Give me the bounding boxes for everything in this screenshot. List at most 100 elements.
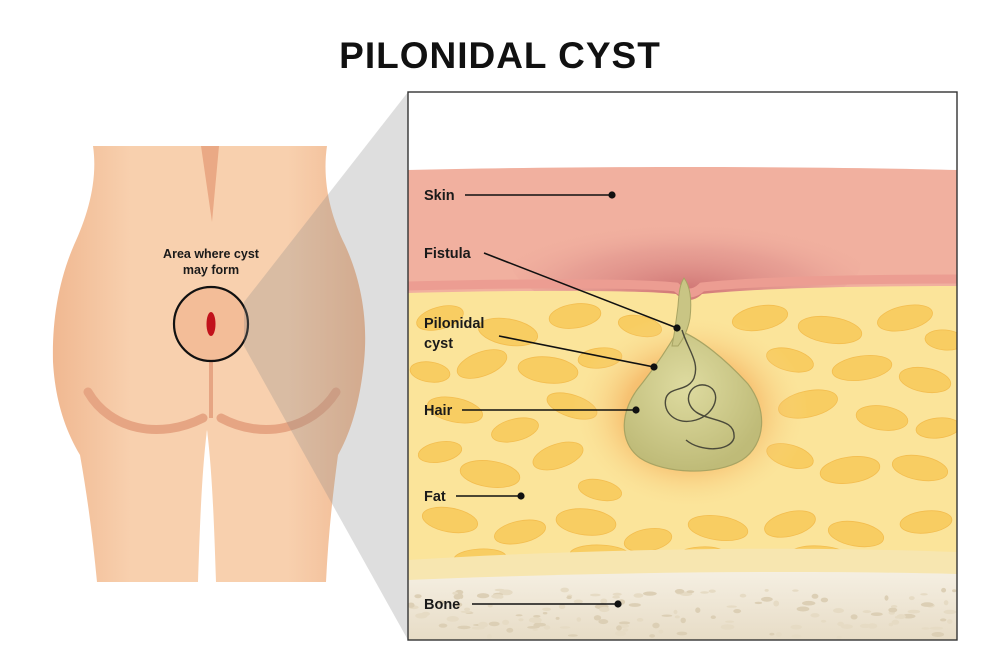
fat-cell bbox=[517, 356, 579, 384]
fat-cell bbox=[797, 315, 863, 345]
bone-speckle bbox=[726, 605, 737, 608]
bone-speckle bbox=[884, 595, 889, 601]
bone-speckle bbox=[460, 610, 473, 613]
bone-speckle bbox=[438, 623, 448, 628]
bone-speckle bbox=[518, 618, 524, 622]
bone-speckle bbox=[535, 622, 546, 627]
bone-speckle bbox=[612, 592, 622, 596]
fat-cell bbox=[764, 510, 816, 538]
bone-speckle bbox=[929, 626, 944, 630]
bone-speckle bbox=[543, 625, 551, 630]
bone-speckle bbox=[700, 591, 709, 594]
fat-cell bbox=[891, 454, 949, 482]
label-bone-text: Bone bbox=[424, 597, 460, 613]
fat-cell bbox=[491, 417, 539, 443]
fat-cell bbox=[427, 396, 483, 424]
label-fistula-text: Fistula bbox=[424, 246, 472, 262]
bone-speckle bbox=[773, 600, 780, 607]
bone-speckle bbox=[649, 634, 655, 638]
bone-speckle bbox=[674, 589, 685, 594]
bone-speckle bbox=[888, 622, 894, 627]
buttock-crease-right bbox=[216, 387, 341, 434]
fat-cell bbox=[477, 317, 539, 347]
bone-speckle bbox=[761, 596, 773, 602]
bone-speckle bbox=[739, 593, 747, 598]
bone-speckle bbox=[820, 619, 827, 623]
area-label-line2: may form bbox=[183, 263, 239, 277]
bone-layer bbox=[408, 572, 957, 640]
fat-cell bbox=[898, 366, 952, 394]
bone-speckle bbox=[931, 632, 945, 637]
bone-speckle bbox=[680, 617, 686, 624]
spine-groove bbox=[201, 146, 219, 222]
fat-cell bbox=[827, 520, 885, 548]
bone-speckle bbox=[896, 614, 906, 620]
label-fat: Fat bbox=[424, 489, 525, 505]
bone-speckle bbox=[661, 614, 673, 617]
label-fistula: Fistula bbox=[424, 246, 681, 332]
bone-speckle bbox=[558, 604, 566, 610]
bone-speckle bbox=[528, 617, 542, 623]
bone-speckle bbox=[636, 618, 644, 622]
bone-speckle bbox=[502, 619, 510, 626]
bone-speckle bbox=[488, 621, 500, 627]
bone-speckle bbox=[615, 630, 626, 637]
bone-speckle bbox=[695, 607, 701, 613]
fat-cell bbox=[831, 355, 893, 381]
bone-speckle bbox=[720, 624, 735, 630]
bone-speckle bbox=[633, 593, 644, 598]
label-pilonidal-cyst: Pilonidal cyst bbox=[424, 316, 658, 371]
bone-speckle bbox=[598, 619, 609, 625]
diagram-title: PILONIDAL CYST bbox=[339, 35, 661, 76]
bone-speckle bbox=[515, 614, 523, 617]
label-pilonidal-line2: cyst bbox=[424, 336, 453, 352]
bone-speckle bbox=[952, 589, 957, 593]
bone-speckle bbox=[652, 622, 660, 629]
bone-speckle bbox=[811, 593, 819, 599]
bone-speckle bbox=[506, 627, 514, 633]
bone-speckle bbox=[532, 628, 539, 632]
bone-speckle bbox=[862, 610, 872, 614]
bone-speckle bbox=[487, 604, 493, 608]
bone-texture bbox=[408, 587, 957, 640]
bone-speckle bbox=[920, 593, 928, 596]
bone-speckle bbox=[810, 613, 820, 618]
bone-speckle bbox=[421, 611, 430, 617]
bone-speckle bbox=[567, 634, 578, 637]
bone-speckle bbox=[542, 607, 552, 611]
bone-speckle bbox=[616, 625, 622, 631]
bone-speckle bbox=[870, 612, 883, 616]
bone-speckle bbox=[790, 624, 802, 630]
fat-cell bbox=[555, 508, 617, 536]
bone-speckle bbox=[612, 595, 620, 599]
bone-speckle bbox=[907, 609, 921, 614]
label-fat-text: Fat bbox=[424, 489, 446, 505]
area-label-line1: Area where cyst bbox=[163, 247, 260, 261]
bone-speckle bbox=[943, 609, 957, 615]
bone-speckle bbox=[710, 615, 716, 619]
bone-speckle bbox=[459, 593, 464, 599]
fat-cell bbox=[409, 361, 451, 383]
bone-speckle bbox=[593, 615, 602, 621]
bone-speckle bbox=[560, 587, 569, 593]
bone-speckle bbox=[921, 627, 930, 630]
bone-speckle bbox=[859, 623, 871, 629]
label-bone: Bone bbox=[424, 597, 622, 613]
fat-cell bbox=[416, 305, 464, 331]
bone-speckle bbox=[566, 595, 572, 600]
bone-speckle bbox=[764, 589, 769, 592]
bone-speckle bbox=[796, 606, 810, 612]
label-skin: Skin bbox=[424, 188, 616, 204]
bone-speckle bbox=[494, 588, 505, 592]
fat-cell bbox=[548, 303, 602, 329]
bone-speckle bbox=[573, 599, 583, 604]
bone-speckle bbox=[559, 626, 571, 629]
bone-speckle bbox=[555, 616, 560, 620]
fat-cell bbox=[877, 304, 933, 332]
bone-speckle bbox=[542, 612, 548, 615]
bone-speckle bbox=[658, 629, 664, 634]
bone-speckle bbox=[453, 602, 463, 607]
bone-speckle bbox=[836, 635, 842, 640]
lesion-mark bbox=[206, 312, 216, 336]
cross-section-panel: Skin Fistula Pilonidal cyst Hair Fat Bon… bbox=[407, 91, 958, 641]
